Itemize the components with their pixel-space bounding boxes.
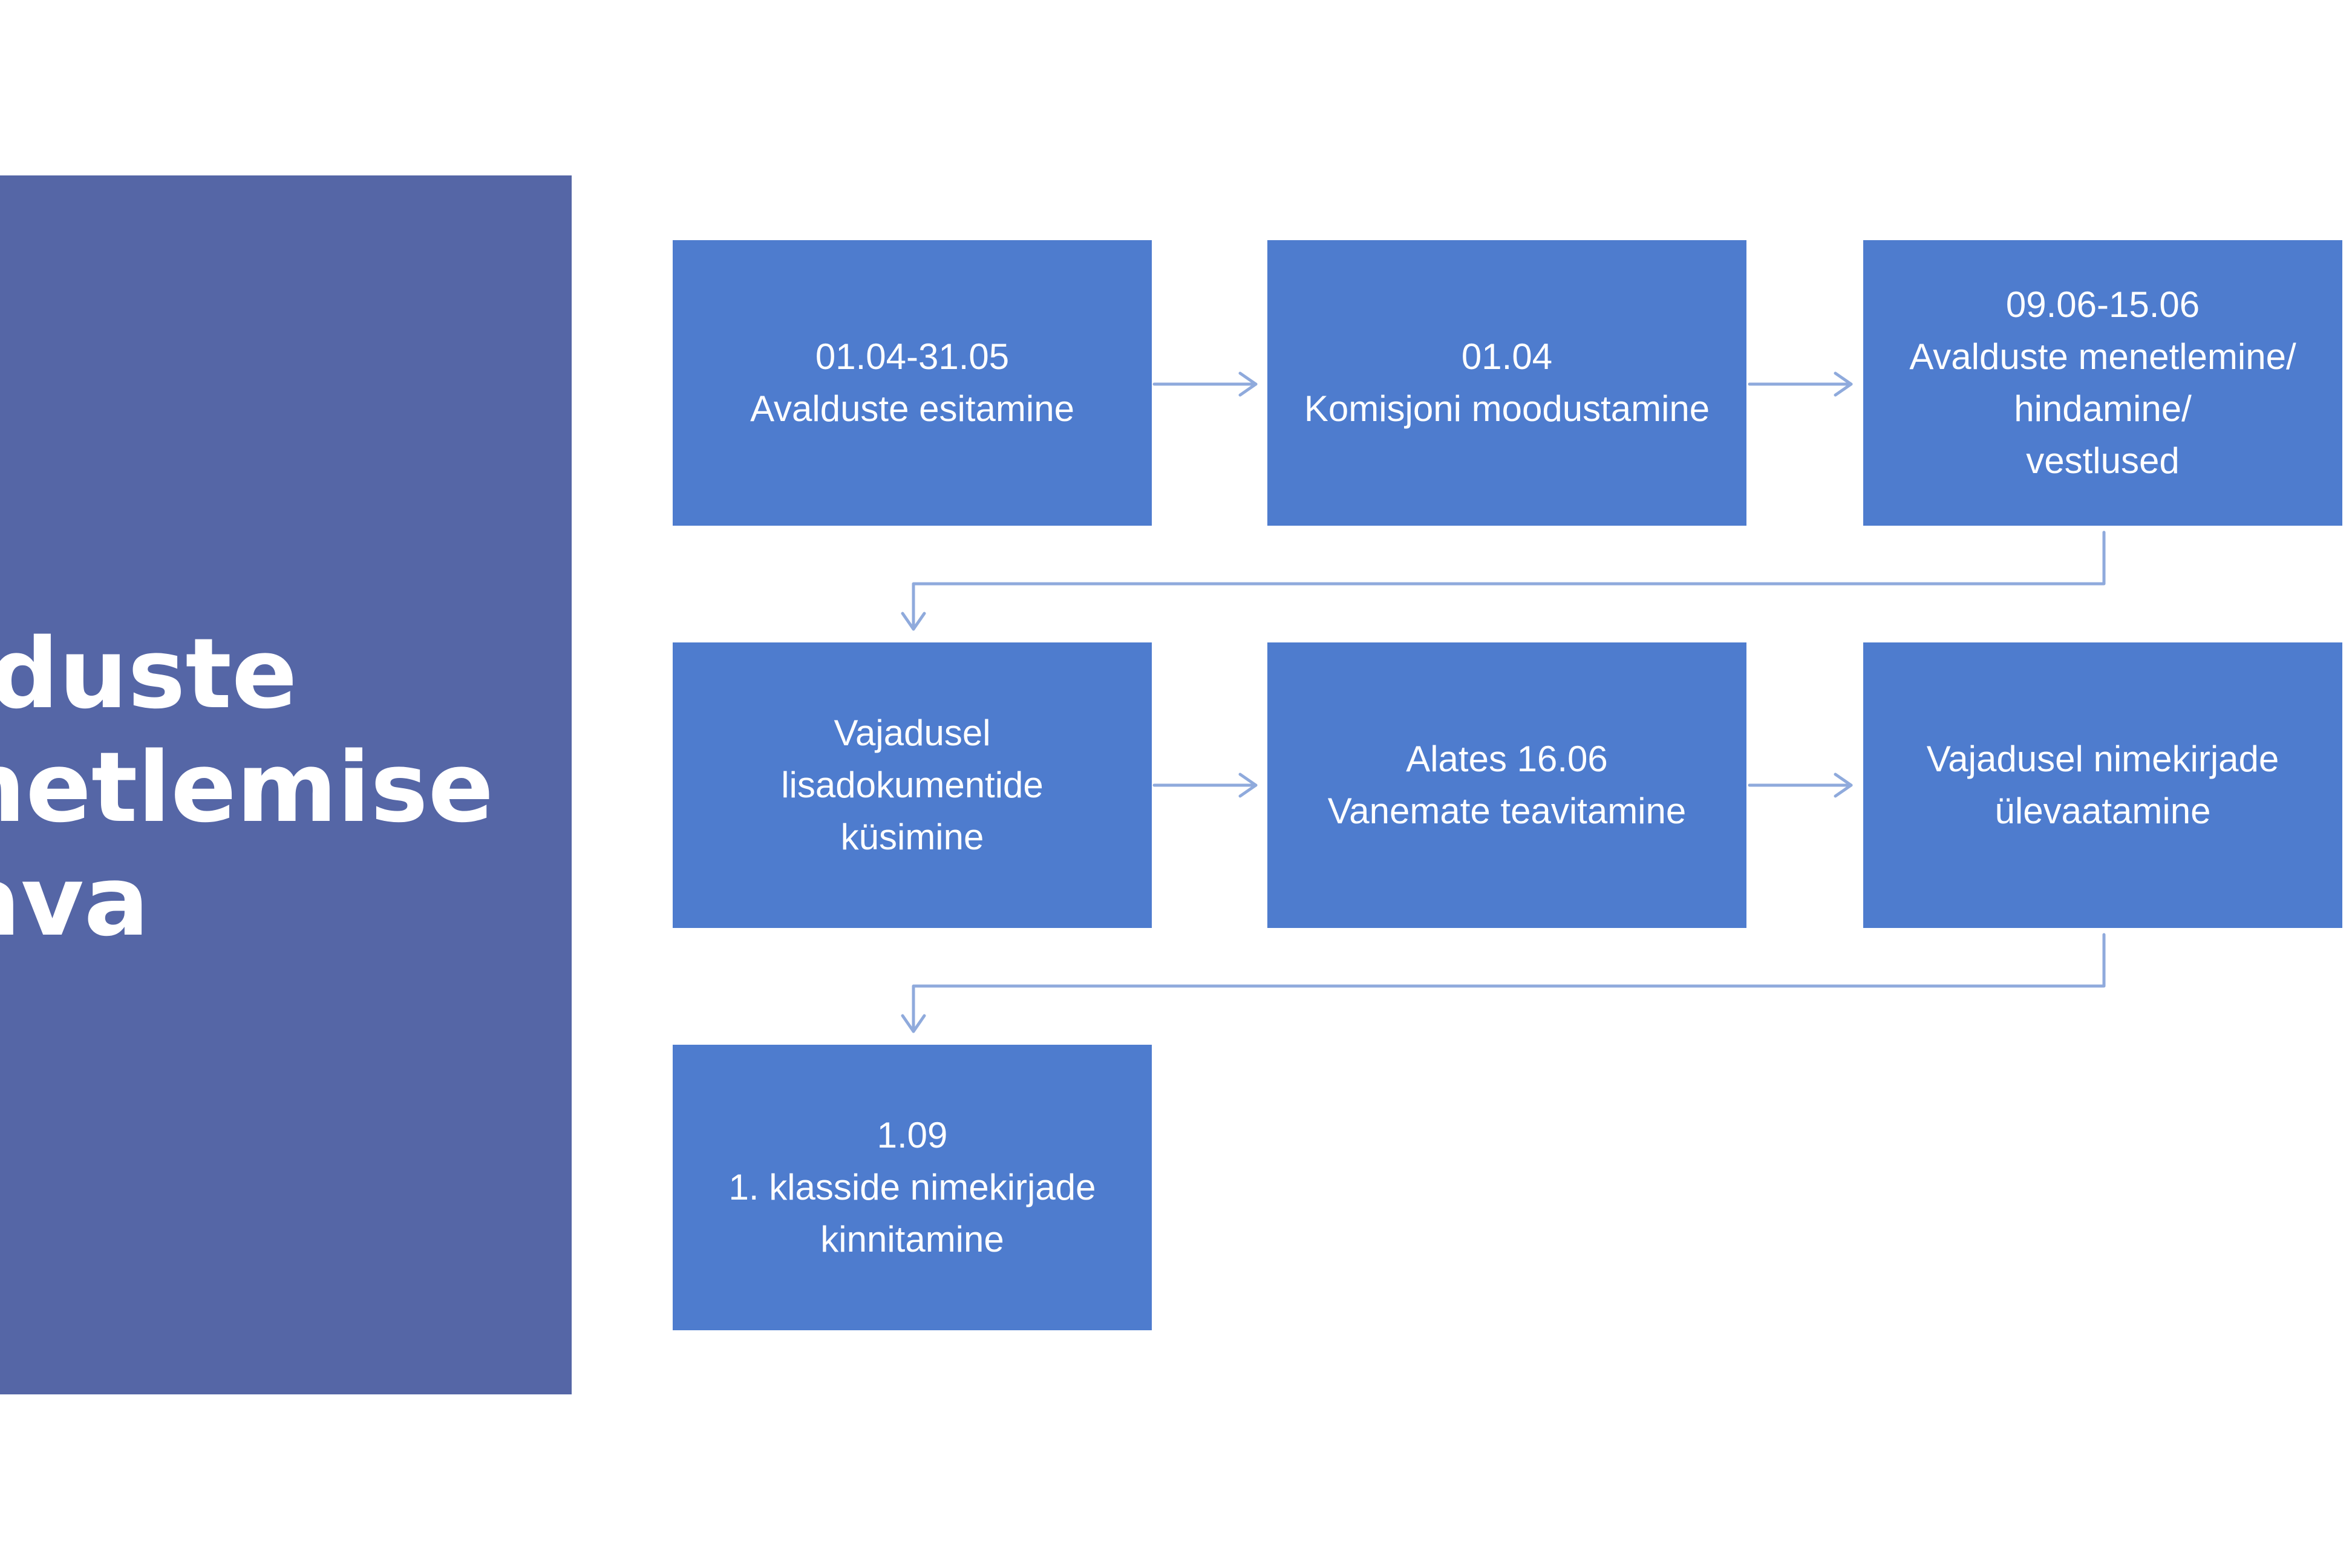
step-box-application-processing: 09.06-15.06 Avalduste menetlemine/ hinda… xyxy=(1863,240,2342,526)
title-line: alduste xyxy=(0,617,298,730)
step-box-parent-notification: Alates 16.06 Vanemate teavitamine xyxy=(1267,642,1746,928)
arrow-step3-to-step4 xyxy=(901,531,2106,631)
step-label: ülevaatamine xyxy=(1994,791,2211,831)
step-label: Avalduste menetlemine/ xyxy=(1909,336,2296,377)
step-box-commission-formation: 01.04 Komisjoni moodustamine xyxy=(1267,240,1746,526)
arrow-step2-to-step3 xyxy=(1748,371,1853,397)
step-date: 01.04-31.05 xyxy=(815,336,1010,377)
title-line: kava xyxy=(0,844,149,958)
step-label: kinnitamine xyxy=(820,1219,1004,1259)
arrow-step4-to-step5 xyxy=(1152,773,1258,798)
slide-title: alduste enetlemise kava xyxy=(0,617,572,958)
title-panel: alduste enetlemise kava xyxy=(0,175,572,1394)
step-box-list-confirmation: 1.09 1. klasside nimekirjade kinnitamine xyxy=(673,1045,1152,1330)
step-label: Avalduste esitamine xyxy=(750,388,1074,429)
title-line: enetlemise xyxy=(0,731,494,844)
step-date: 01.04 xyxy=(1461,336,1553,377)
arrow-step5-to-step6 xyxy=(1748,773,1853,798)
step-date: 1.09 xyxy=(877,1115,948,1155)
step-label: Komisjoni moodustamine xyxy=(1304,388,1710,429)
step-box-additional-documents: Vajadusel lisadokumentide küsimine xyxy=(673,642,1152,928)
step-box-application-submission: 01.04-31.05 Avalduste esitamine xyxy=(673,240,1152,526)
step-label: Vanemate teavitamine xyxy=(1327,791,1687,831)
step-label: Vajadusel nimekirjade xyxy=(1926,739,2279,779)
step-date: Alates 16.06 xyxy=(1406,739,1608,779)
arrow-step6-to-step7 xyxy=(901,933,2106,1033)
step-label: hindamine/ xyxy=(2014,388,2192,429)
step-label: Vajadusel xyxy=(834,713,991,753)
step-label: küsimine xyxy=(840,817,984,857)
step-label: vestlused xyxy=(2026,440,2180,481)
step-box-list-review: Vajadusel nimekirjade ülevaatamine xyxy=(1863,642,2342,928)
arrow-step1-to-step2 xyxy=(1152,371,1258,397)
step-label: 1. klasside nimekirjade xyxy=(728,1167,1096,1207)
step-label: lisadokumentide xyxy=(781,765,1044,805)
step-date: 09.06-15.06 xyxy=(2005,284,2200,325)
